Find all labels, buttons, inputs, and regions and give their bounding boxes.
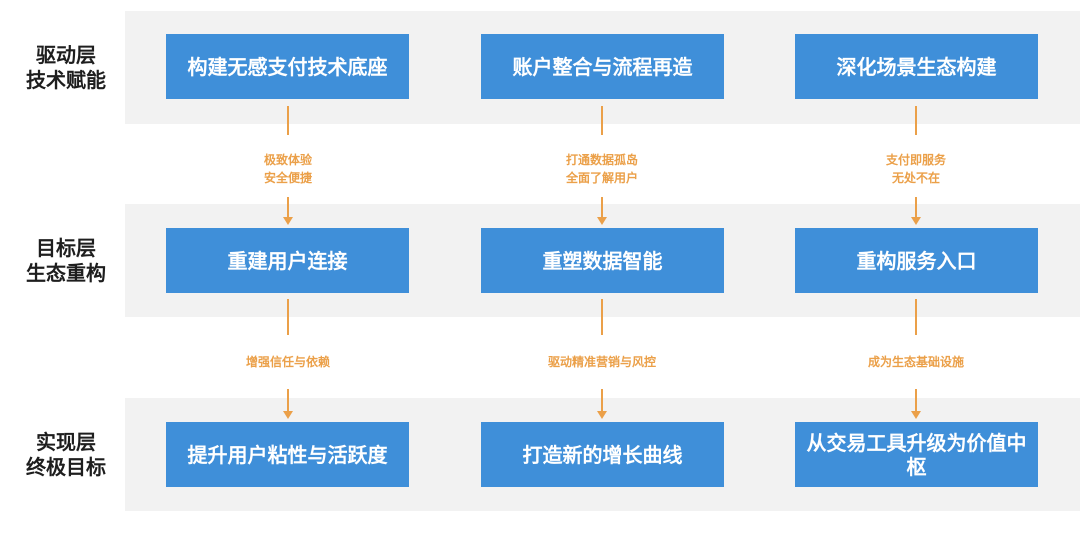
box-rebuild-user-connection: 重建用户连接 xyxy=(166,228,409,293)
connector-line xyxy=(601,389,603,412)
box-scenario-ecosystem: 深化场景生态构建 xyxy=(795,34,1038,99)
layer-label-goal: 目标层 生态重构 xyxy=(0,236,132,286)
arrow-down-icon xyxy=(597,217,607,225)
connector-line xyxy=(287,197,289,218)
box-payment-tech-foundation: 构建无感支付技术底座 xyxy=(166,34,409,99)
box-reshape-data-intelligence: 重塑数据智能 xyxy=(481,228,724,293)
connector-label: 极致体验 安全便捷 xyxy=(263,153,312,185)
arrow-down-icon xyxy=(911,217,921,225)
layer-label-line1: 驱动层 xyxy=(36,43,96,67)
layer-label-line2: 技术赋能 xyxy=(26,68,106,92)
connector-line xyxy=(601,197,603,218)
connector-line xyxy=(915,299,917,335)
arrow-down-icon xyxy=(597,411,607,419)
connector-label: 打通数据孤岛 全面了解用户 xyxy=(565,153,638,185)
connector-label: 驱动精准营销与风控 xyxy=(547,355,656,369)
box-account-integration: 账户整合与流程再造 xyxy=(481,34,724,99)
arrow-down-icon xyxy=(283,411,293,419)
box-rebuild-service-entry: 重构服务入口 xyxy=(795,228,1038,293)
connector-line xyxy=(601,299,603,335)
connector-line xyxy=(915,197,917,218)
arrow-down-icon xyxy=(283,217,293,225)
connector-label: 增强信任与依赖 xyxy=(245,355,330,369)
layer-label-line1: 目标层 xyxy=(36,236,96,260)
connector-line xyxy=(915,389,917,412)
connector-label: 成为生态基础设施 xyxy=(867,355,964,369)
connector-line xyxy=(287,389,289,412)
connector-line xyxy=(287,106,289,135)
box-value-hub: 从交易工具升级为价值中枢 xyxy=(795,422,1038,487)
layer-label-line2: 终极目标 xyxy=(26,455,106,479)
connector-label: 支付即服务 无处不在 xyxy=(885,153,946,185)
layer-label-line1: 实现层 xyxy=(36,430,96,454)
layer-label-line2: 生态重构 xyxy=(26,261,106,285)
connector-line xyxy=(287,299,289,335)
layer-label-realization: 实现层 终极目标 xyxy=(0,430,132,480)
box-user-stickiness: 提升用户粘性与活跃度 xyxy=(166,422,409,487)
box-growth-curve: 打造新的增长曲线 xyxy=(481,422,724,487)
connector-line xyxy=(915,106,917,135)
layer-label-driver: 驱动层 技术赋能 xyxy=(0,43,132,93)
connector-line xyxy=(601,106,603,135)
arrow-down-icon xyxy=(911,411,921,419)
